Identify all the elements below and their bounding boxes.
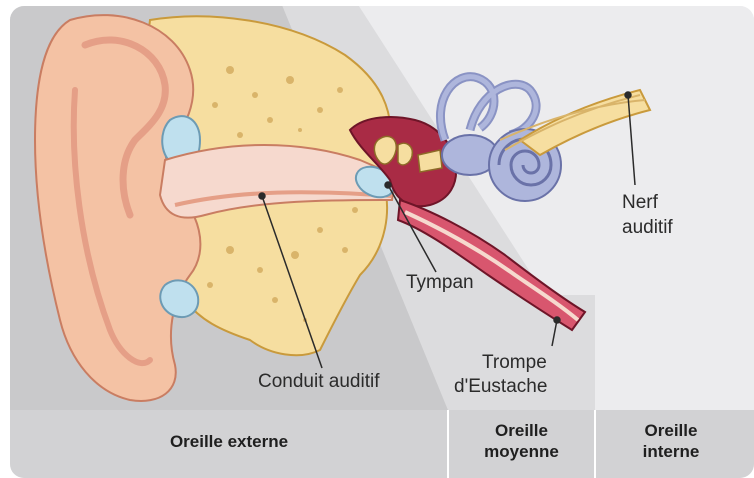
label-nerf-line1: Nerf bbox=[622, 192, 658, 214]
label-trompe-line1: Trompe bbox=[482, 352, 547, 374]
label-conduit-auditif: Conduit auditif bbox=[258, 371, 379, 393]
zone-label-interne-line2: interne bbox=[643, 441, 700, 462]
zone-label-externe-text: Oreille externe bbox=[170, 431, 288, 452]
lower-cartilage bbox=[160, 280, 198, 317]
zone-label-moyenne: Oreille moyenne bbox=[449, 410, 594, 472]
label-nerf-line2: auditif bbox=[622, 217, 673, 239]
zone-label-moyenne-line2: moyenne bbox=[484, 441, 559, 462]
inner-ear-zone bbox=[595, 0, 754, 410]
zone-label-externe: Oreille externe bbox=[10, 410, 448, 472]
label-tympan: Tympan bbox=[406, 272, 474, 294]
zone-label-interne-line1: Oreille bbox=[645, 420, 698, 441]
zone-label-interne: Oreille interne bbox=[596, 410, 746, 472]
label-trompe-line2: d'Eustache bbox=[454, 376, 547, 398]
zone-label-moyenne-line1: Oreille bbox=[495, 420, 548, 441]
